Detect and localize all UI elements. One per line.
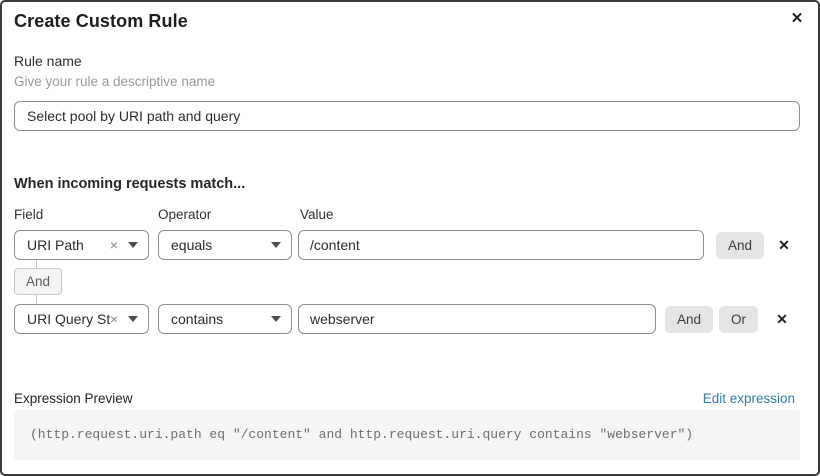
- chevron-down-icon: [128, 316, 138, 322]
- or-button-row2[interactable]: Or: [719, 306, 758, 333]
- field-dropdown-row2-value: URI Query St...: [27, 311, 110, 327]
- column-label-value: Value: [300, 207, 334, 222]
- chevron-down-icon: [128, 242, 138, 248]
- chevron-down-icon: [271, 242, 281, 248]
- field-dropdown-row2[interactable]: URI Query St... ×: [14, 304, 149, 334]
- close-icon[interactable]: ✕: [784, 6, 810, 32]
- chevron-down-icon: [271, 316, 281, 322]
- column-label-field: Field: [14, 207, 44, 222]
- operator-dropdown-row2-value: contains: [171, 311, 224, 327]
- remove-row2-icon[interactable]: ✕: [771, 308, 793, 330]
- field-dropdown-row1-value: URI Path: [27, 237, 84, 253]
- value-input-row2[interactable]: [298, 304, 656, 334]
- connector-line-bottom: [36, 295, 37, 304]
- connector-and-badge[interactable]: And: [14, 268, 63, 295]
- remove-row1-icon[interactable]: ✕: [773, 234, 795, 256]
- operator-dropdown-row1-value: equals: [171, 237, 213, 253]
- column-label-operator: Operator: [158, 207, 212, 222]
- clear-field-icon[interactable]: ×: [109, 237, 118, 253]
- expression-code-block: (http.request.uri.path eq "/content" and…: [14, 410, 800, 460]
- operator-dropdown-row1[interactable]: equals: [158, 230, 292, 260]
- edit-expression-link[interactable]: Edit expression: [702, 391, 795, 406]
- match-heading: When incoming requests match...: [14, 176, 246, 192]
- field-dropdown-row1[interactable]: URI Path ×: [14, 230, 149, 260]
- value-input-row1[interactable]: [298, 230, 704, 260]
- rule-name-helper: Give your rule a descriptive name: [14, 74, 216, 89]
- rule-name-label: Rule name: [14, 53, 82, 69]
- clear-field-icon[interactable]: ×: [109, 311, 118, 327]
- dialog-title: Create Custom Rule: [14, 11, 188, 31]
- connector-line-top: [36, 260, 37, 268]
- rule-name-input[interactable]: [14, 101, 800, 131]
- operator-dropdown-row2[interactable]: contains: [158, 304, 292, 334]
- expression-preview-label: Expression Preview: [14, 391, 133, 406]
- and-button-row1[interactable]: And: [716, 232, 765, 259]
- and-button-row2[interactable]: And: [665, 306, 714, 333]
